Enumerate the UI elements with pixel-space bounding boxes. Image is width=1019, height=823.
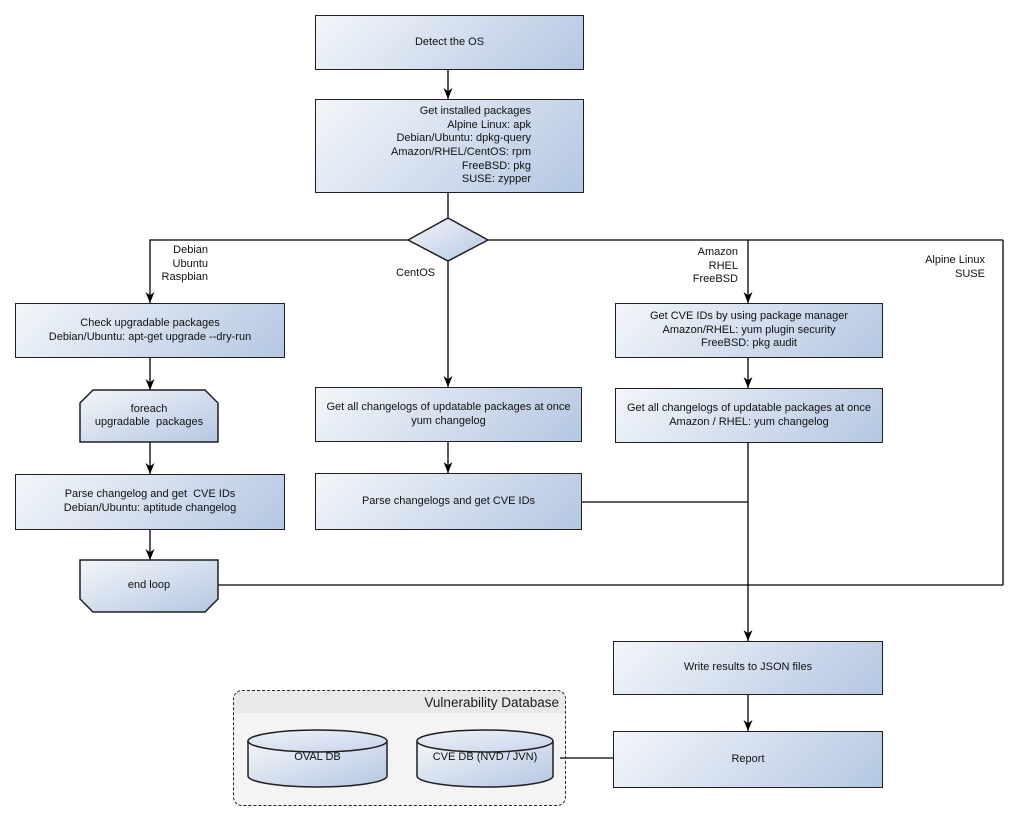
node-detect-os: Detect the OS <box>315 15 584 70</box>
branch-label-debian: Debian Ubuntu Raspbian <box>161 244 208 283</box>
branch-label-centos: CentOS <box>396 267 436 279</box>
node-get-changelogs-centos: Get all changelogs of updatable packages… <box>315 387 582 442</box>
node-end-loop-label: end loop <box>127 579 171 592</box>
node-check-upgradable-packages-label: Check upgradable packages Debian/Ubuntu:… <box>48 316 252 343</box>
cve-db-cylinder <box>416 729 554 788</box>
node-foreach-loop-label: foreach upgradable packages <box>94 402 204 429</box>
node-end-loop: end loop <box>80 560 218 612</box>
node-parse-changelogs-centos: Parse changelogs and get CVE IDs <box>315 473 582 530</box>
edge-decision-debian <box>145 239 408 303</box>
end-loop-shape <box>79 559 219 613</box>
node-parse-changelogs-centos-label: Parse changelogs and get CVE IDs <box>361 494 536 507</box>
connectors <box>145 70 1004 759</box>
oval-db-text: OVAL DB <box>294 751 341 764</box>
node-get-cve-ids-package-manager-label: Get CVE IDs by using package manager Ama… <box>649 310 849 350</box>
os-decision-diamond <box>406 217 490 262</box>
node-write-results-json-label: Write results to JSON files <box>683 661 813 674</box>
node-write-results-json: Write results to JSON files <box>613 641 883 695</box>
node-report: Report <box>613 731 883 788</box>
node-get-installed-packages-label: Get installed packages Alpine Linux: apk… <box>391 105 531 186</box>
node-get-changelogs-amazon: Get all changelogs of updatable packages… <box>615 388 883 443</box>
node-parse-changelog-debian: Parse changelog and get CVE IDs Debian/U… <box>15 474 285 530</box>
cve-db-label: CVE DB (NVD / JVN) <box>417 735 553 781</box>
branch-label-alpine-suse: Alpine Linux SUSE <box>925 254 985 280</box>
node-get-changelogs-centos-label: Get all changelogs of updatable packages… <box>326 400 571 427</box>
node-parse-changelog-debian-label: Parse changelog and get CVE IDs Debian/U… <box>63 488 237 514</box>
node-get-changelogs-amazon-label: Get all changelogs of updatable packages… <box>626 401 871 428</box>
cve-db-text: CVE DB (NVD / JVN) <box>432 751 538 764</box>
node-check-upgradable-packages: Check upgradable packages Debian/Ubuntu:… <box>15 303 285 358</box>
node-get-cve-ids-package-manager: Get CVE IDs by using package manager Ama… <box>615 303 883 358</box>
oval-db-cylinder <box>247 729 388 788</box>
node-get-installed-packages: Get installed packages Alpine Linux: apk… <box>315 99 584 193</box>
oval-db-label: OVAL DB <box>248 735 387 781</box>
vulnerability-database-title: Vulnerability Database <box>424 694 559 710</box>
branch-label-amazon: Amazon RHEL FreeBSD <box>692 246 738 285</box>
vulnerability-database-header: Vulnerability Database <box>234 691 565 713</box>
node-report-label: Report <box>731 752 765 765</box>
node-detect-os-label: Detect the OS <box>414 35 485 48</box>
node-foreach-loop: foreach upgradable packages <box>80 390 218 442</box>
foreach-loop-shape <box>79 389 219 443</box>
